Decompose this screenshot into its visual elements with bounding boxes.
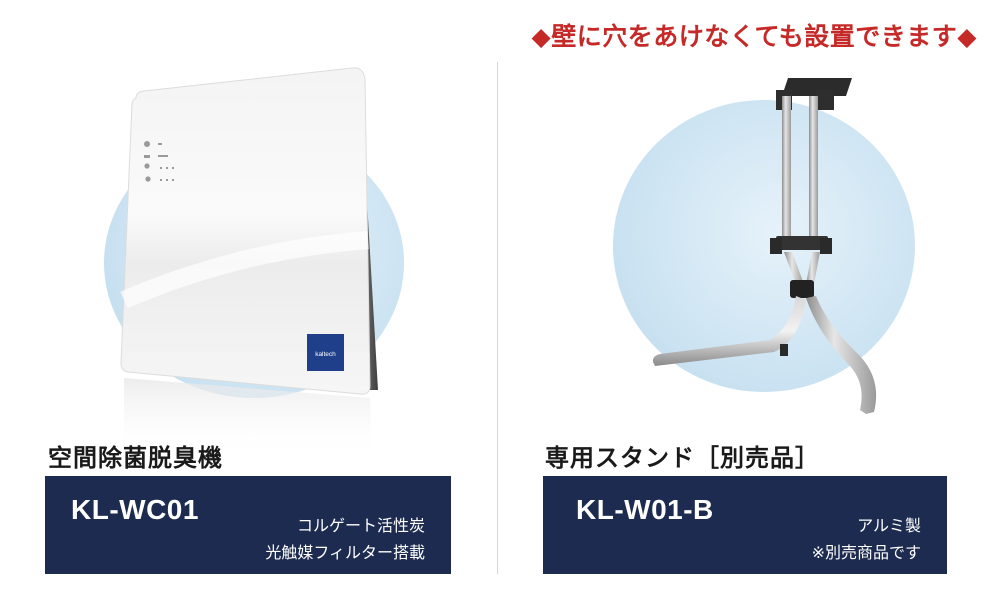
product-info-box: KL-W01-B アルミ製 ※別売商品です [543,476,947,574]
stand-image [652,78,877,414]
feature-line-1: コルゲート活性炭 [296,516,425,535]
model-number: KL-WC01 [71,494,199,525]
device-logo-text: kaltech [315,351,336,358]
model-number: KL-W01-B [576,494,714,525]
feature-line-2: 光触媒フィルター搭載 [265,543,425,562]
product-title: 空間除菌脱臭機 [48,444,223,472]
product-panel-stand: 専用スタンド［別売品］ KL-W01-B アルミ製 ※別売商品です [500,0,1000,601]
feature-line-1: アルミ製 [857,516,921,535]
promo-banner: ◆壁に穴をあけなくても設置できます◆ [531,22,977,51]
product-panel-purifier: kaltech 空間除菌脱臭機 KL-WC01 コルゲート活性炭 光触媒フィルタ… [0,0,498,601]
product-info-box: KL-WC01 コルゲート活性炭 光触媒フィルター搭載 [45,476,451,574]
panel-divider [497,62,498,574]
product-title: 専用スタンド［別売品］ [545,444,820,472]
feature-line-2: ※別売商品です [811,543,921,562]
air-purifier-image: kaltech [120,67,378,460]
